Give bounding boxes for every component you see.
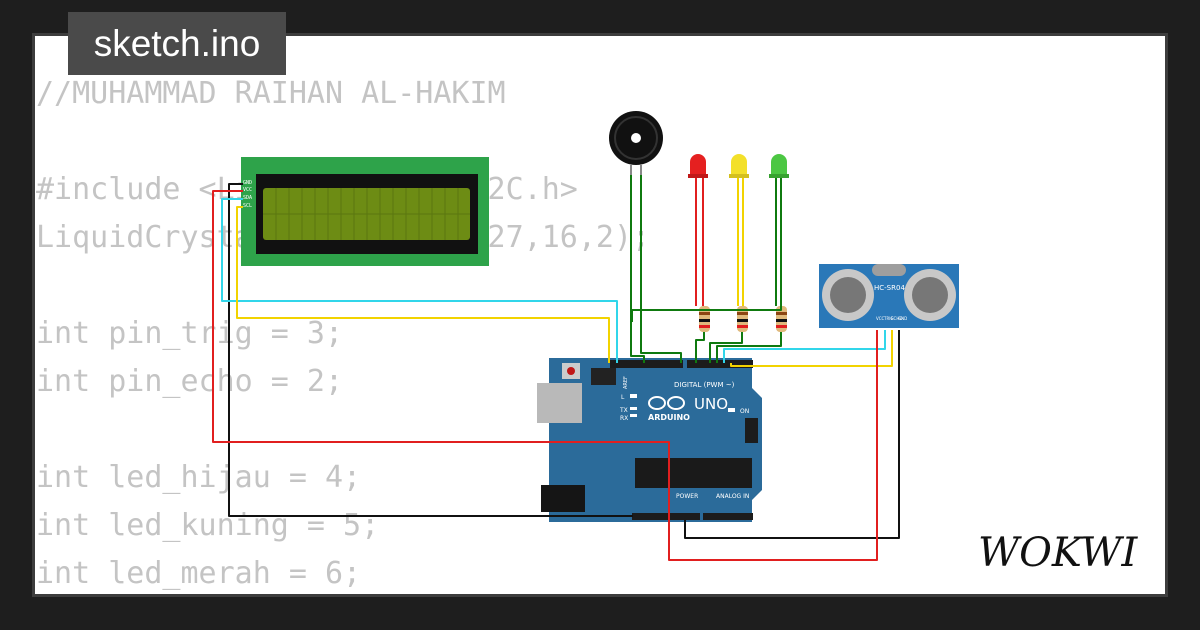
label-power: POWER — [676, 493, 698, 500]
wire-res-green — [716, 332, 782, 363]
resistors[interactable] — [699, 306, 787, 332]
header-right — [687, 360, 753, 368]
lcd-pin-gnd: GND — [243, 180, 252, 186]
ultrasonic-sensor[interactable]: HC-SR04 VCC TRIG ECHO GND — [819, 264, 959, 328]
lcd-pin-sda: SDA — [243, 195, 252, 201]
usb-port — [537, 383, 582, 423]
wire-echo — [730, 330, 893, 367]
logo-text: WOKWI — [978, 530, 1138, 576]
code-line: int led_merah = 6; — [36, 556, 362, 591]
sensor-label: HC-SR04 — [874, 284, 905, 292]
label-rx: RX — [620, 415, 628, 422]
label-analog: ANALOG IN — [716, 493, 749, 500]
led-red[interactable] — [688, 154, 708, 178]
power-jack — [541, 485, 585, 512]
wire-sensor-gnd — [684, 330, 900, 539]
led-green[interactable] — [769, 154, 789, 178]
label-tx: TX — [619, 407, 628, 414]
wire-buzzer-neg — [640, 175, 682, 363]
sensor-pin-echo: ECHO — [891, 316, 902, 321]
wire-trig — [723, 330, 886, 363]
wokwi-logo: WOKWI — [978, 530, 1138, 576]
label-aref: AREF — [623, 376, 629, 389]
wire-res-yellow — [709, 332, 743, 363]
arduino-logo-icon — [648, 396, 685, 410]
sensor-pin-gnd: GND — [898, 316, 907, 321]
lcd-pin-scl: SCL — [243, 203, 252, 209]
board-maker: ARDUINO — [648, 413, 690, 422]
label-l: L — [621, 394, 625, 401]
wire-lcd-gnd — [228, 183, 633, 517]
wire-lcd-sda — [221, 198, 618, 363]
wire-buzzer-pos — [630, 175, 645, 363]
label-on: ON — [740, 408, 749, 415]
lcd-pin-vcc: VCC — [243, 187, 252, 193]
code-line: int led_hijau = 4; — [36, 460, 362, 495]
buzzer[interactable] — [609, 111, 663, 175]
wire-gnd-common — [631, 306, 782, 322]
header-left — [610, 360, 683, 368]
label-digital: DIGITAL (PWM ~) — [674, 381, 735, 389]
code-line: int led_kuning = 5; — [36, 508, 380, 543]
sensor-pin-vcc: VCC — [876, 316, 885, 321]
code-line: //MUHAMMAD RAIHAN AL-HAKIM — [36, 76, 506, 111]
wire-lcd-scl — [236, 206, 610, 363]
sensor-pin-trig: TRIG — [883, 316, 894, 321]
lcd-module[interactable]: GND VCC SDA SCL — [241, 157, 489, 266]
board-name: UNO — [694, 395, 728, 413]
lcd-pixel-grid — [263, 188, 470, 240]
file-tab[interactable]: sketch.ino — [68, 12, 286, 75]
led-yellow[interactable] — [729, 154, 749, 178]
chip — [635, 458, 752, 488]
arduino-uno-board[interactable]: DIGITAL (PWM ~) AREF L TX RX ON UNO ARDU… — [537, 358, 762, 522]
wires — [212, 175, 900, 561]
wire-res-red — [695, 332, 705, 363]
